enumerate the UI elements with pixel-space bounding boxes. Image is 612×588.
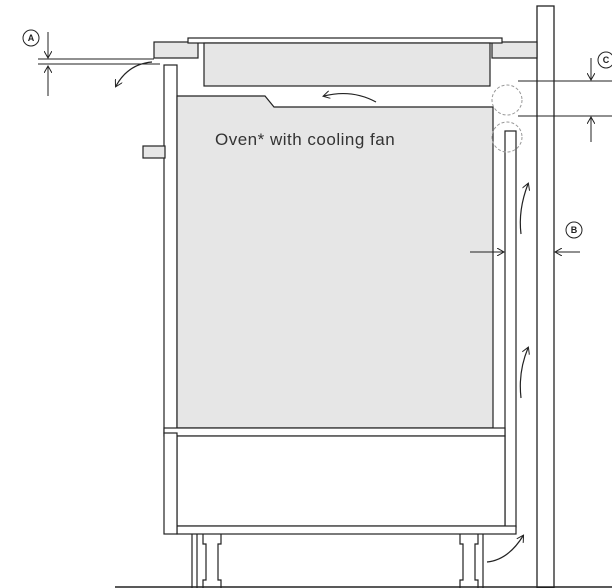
callout-c-label: C — [603, 55, 610, 65]
oven-label: Oven* with cooling fan — [215, 130, 395, 149]
cabinet-bottom-rail — [176, 525, 517, 535]
callout-c-circle — [597, 51, 612, 69]
hob-body — [203, 42, 491, 87]
airflow-arrow-plinth-intake — [486, 536, 523, 563]
drawer-void — [176, 435, 506, 527]
plinth-leg-right — [459, 534, 479, 588]
airflow-arrow-top-left — [324, 94, 377, 103]
plinth-leg-left — [202, 534, 222, 588]
airflow-arrow-exhaust-left — [116, 61, 153, 86]
oven-handle — [142, 145, 166, 159]
cabinet-front-stile — [163, 64, 178, 434]
base-drawer — [163, 427, 506, 437]
callout-b-circle — [565, 221, 583, 239]
worktop-right — [491, 41, 538, 59]
cabinet-left-base — [163, 432, 178, 535]
airflow-arrow-rear-lower — [519, 348, 528, 399]
vent-guide-circle-bottom — [491, 121, 523, 153]
plinth-leg-left-outer — [191, 534, 198, 588]
worktop-left — [153, 41, 199, 59]
callout-a-label: A — [28, 33, 35, 43]
callout-a-circle — [22, 29, 40, 47]
hob-glass-top — [187, 37, 503, 44]
cabinet-rear-panel — [504, 130, 517, 528]
side-cabinet-panel — [536, 5, 555, 588]
airflow-arrow-rear-upper — [519, 184, 528, 235]
vent-guide-circle-top — [491, 84, 523, 116]
callout-b-label: B — [571, 225, 578, 235]
